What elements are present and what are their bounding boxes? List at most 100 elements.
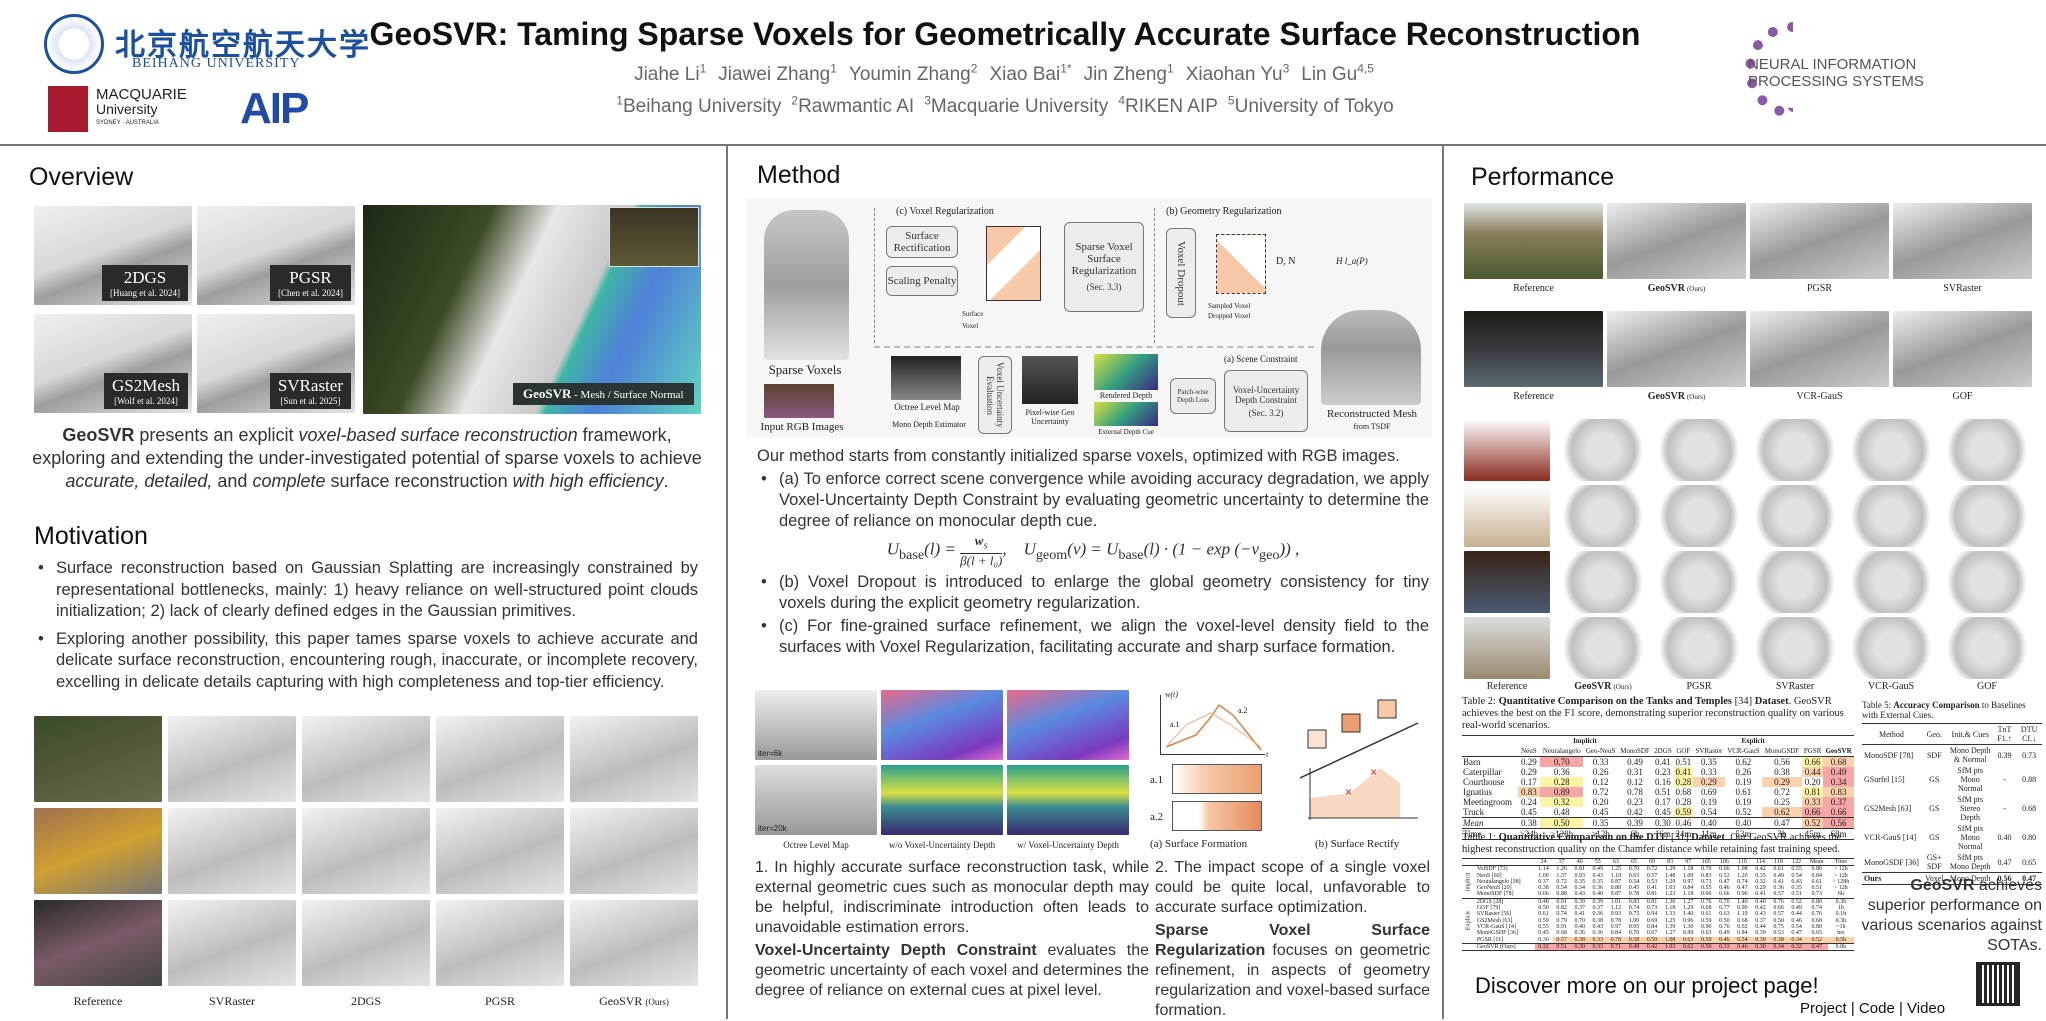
affil-name: Rawmantic AI: [798, 96, 915, 118]
table-cell: 16m: [1654, 829, 1671, 839]
overview-hero-image: GeoSVR - Mesh / Surface Normal: [363, 205, 701, 414]
affil-sup: 5: [1227, 94, 1235, 108]
table-cell: 0.66: [1773, 905, 1784, 912]
link-code[interactable]: Code: [1858, 1000, 1895, 1017]
project-links: Project | Code | Video: [1800, 1000, 1945, 1017]
table-cell: 0.51: [1552, 943, 1571, 951]
table-cell: 0.51: [1655, 787, 1671, 797]
hero-label-rest: - Mesh / Surface Normal: [571, 389, 684, 401]
table-cell: ~1h: [1836, 923, 1846, 930]
table-cell: 0.96: [1682, 917, 1694, 924]
table-cell: 45m: [1804, 829, 1821, 839]
author-affil-sup: 1*: [1060, 62, 1072, 76]
link-video[interactable]: Video: [1907, 1000, 1946, 1017]
table-cell: >12h: [1591, 829, 1610, 839]
qr-code[interactable]: [1976, 962, 2020, 1006]
table-cell: 0.68: [1556, 930, 1567, 937]
sep: |: [1894, 1000, 1908, 1017]
table-cell: 0.3h: [1835, 898, 1847, 905]
table-cell: 0.82: [1556, 905, 1567, 912]
link-project[interactable]: Project: [1800, 1000, 1847, 1017]
table-cell: 0.40: [1755, 898, 1766, 905]
table-cell: 0.59: [1538, 917, 1549, 924]
tag-cite: [Wolf et al. 2024]: [114, 396, 178, 406]
table-cell: SfM pts Mono Depth: [1949, 853, 1991, 871]
column-header: NeuS: [1521, 747, 1537, 755]
row-label: Barn: [1463, 757, 1481, 767]
performance-label: GeoSVR(Ours): [1607, 283, 1746, 294]
motivation-image: [168, 808, 296, 894]
box-svsr: Sparse Voxel Surface Regularization(Sec.…: [1064, 222, 1144, 312]
cap: Quantitative Comparison on the DTU: [1498, 832, 1669, 843]
table-cell: 0.65: [1628, 872, 1640, 879]
table-cell: 0.43: [1592, 923, 1604, 930]
method-tag: 2DGS[Huang et al. 2024]: [102, 265, 188, 301]
table-cell: 0.54: [1556, 885, 1567, 892]
table-cell: 0.35: [1755, 872, 1766, 879]
table-cell: 0.68: [2022, 804, 2037, 813]
table-cell: 0.37: [1538, 878, 1549, 885]
table-cell: 0.35: [1592, 878, 1604, 885]
table-cell: 0.45: [1538, 930, 1549, 937]
performance-image: [1848, 617, 1934, 679]
label-text: GeoSVR: [599, 994, 643, 1008]
table-cell: 0.55: [1538, 923, 1549, 930]
author-affil-sup: 1: [699, 62, 707, 76]
depth-w: [1007, 765, 1129, 835]
column-header: VCR-GauS: [1727, 747, 1760, 755]
performance-label: GeoSVR(Ours): [1607, 391, 1746, 402]
column-header: GeoSVR: [1825, 747, 1852, 755]
text-italic: accurate, detailed,: [65, 471, 213, 491]
motivation-image: [168, 716, 296, 802]
table-cell: -: [2003, 775, 2006, 784]
table-cell: 0.32: [1755, 878, 1766, 885]
overview-image-pgsr: PGSR[Chen et al. 2024]: [197, 206, 355, 305]
table-cell: 0.72: [1774, 787, 1790, 797]
method-tag: SVRaster[Sun et al. 2025]: [269, 373, 351, 409]
performance-label: PGSR: [1651, 681, 1747, 692]
label-text: GeoSVR: [1647, 283, 1685, 294]
table5-block: Table 5: Accuracy Comparison to Baseline…: [1862, 700, 2042, 885]
table-cell: 0.35: [1701, 757, 1717, 767]
table-cell: -: [2003, 804, 2006, 813]
voxel-surface-diagram: [986, 226, 1041, 301]
row-label: Time: [1463, 829, 1482, 839]
table-cell: 0.52: [1805, 936, 1828, 944]
table-cell: 0.93: [1574, 872, 1585, 879]
legend-dropped-voxel: Dropped Voxel: [1208, 312, 1251, 320]
table-cell: 0.26: [1592, 767, 1609, 777]
table-cell: 0.81: [1646, 898, 1658, 905]
table-cell: 1.25: [1664, 917, 1676, 924]
hero-inset-photo: [609, 207, 699, 267]
cap: to Baselines with External Cues.: [1862, 700, 2026, 720]
col1-paragraph2: Voxel-Uncertainty Depth Constraint evalu…: [755, 941, 1149, 1001]
author: Lin Gu: [1301, 64, 1358, 86]
table-cell: SfM pts Mono Normal: [1957, 766, 1983, 793]
motivation-bullets: Surface reconstruction based on Gaussian…: [34, 558, 698, 699]
column-header: 2DGS: [1654, 747, 1672, 755]
label-text: Reference: [73, 994, 123, 1008]
table-cell: 0.36: [1538, 936, 1549, 943]
table-cell: 1.36: [1664, 898, 1676, 905]
performance-label: Reference: [1464, 391, 1603, 402]
performance-image: [1464, 419, 1550, 481]
table-cell: 1.18: [1682, 866, 1694, 873]
table-cell: 0.48: [1553, 807, 1570, 817]
table-cell: 0.88: [1556, 891, 1567, 898]
blank: [1475, 859, 1535, 866]
table-cell: 0.12: [1592, 777, 1609, 787]
method-col1-text: 1. In highly accurate surface reconstruc…: [755, 858, 1149, 1001]
table-cell: 0.56: [1774, 757, 1790, 767]
table-cell: SDF: [1926, 750, 1942, 760]
table-cell: 1.08: [1661, 936, 1680, 944]
table-cell: 0.39: [1574, 898, 1585, 905]
table-cell: 0.36: [1574, 930, 1585, 937]
author: Jiahe Li: [634, 64, 700, 86]
column-divider-2: [1442, 145, 1444, 1019]
row-label: Neuralangelo [38]: [1476, 878, 1521, 885]
table-cell: 0.38: [1774, 767, 1790, 777]
